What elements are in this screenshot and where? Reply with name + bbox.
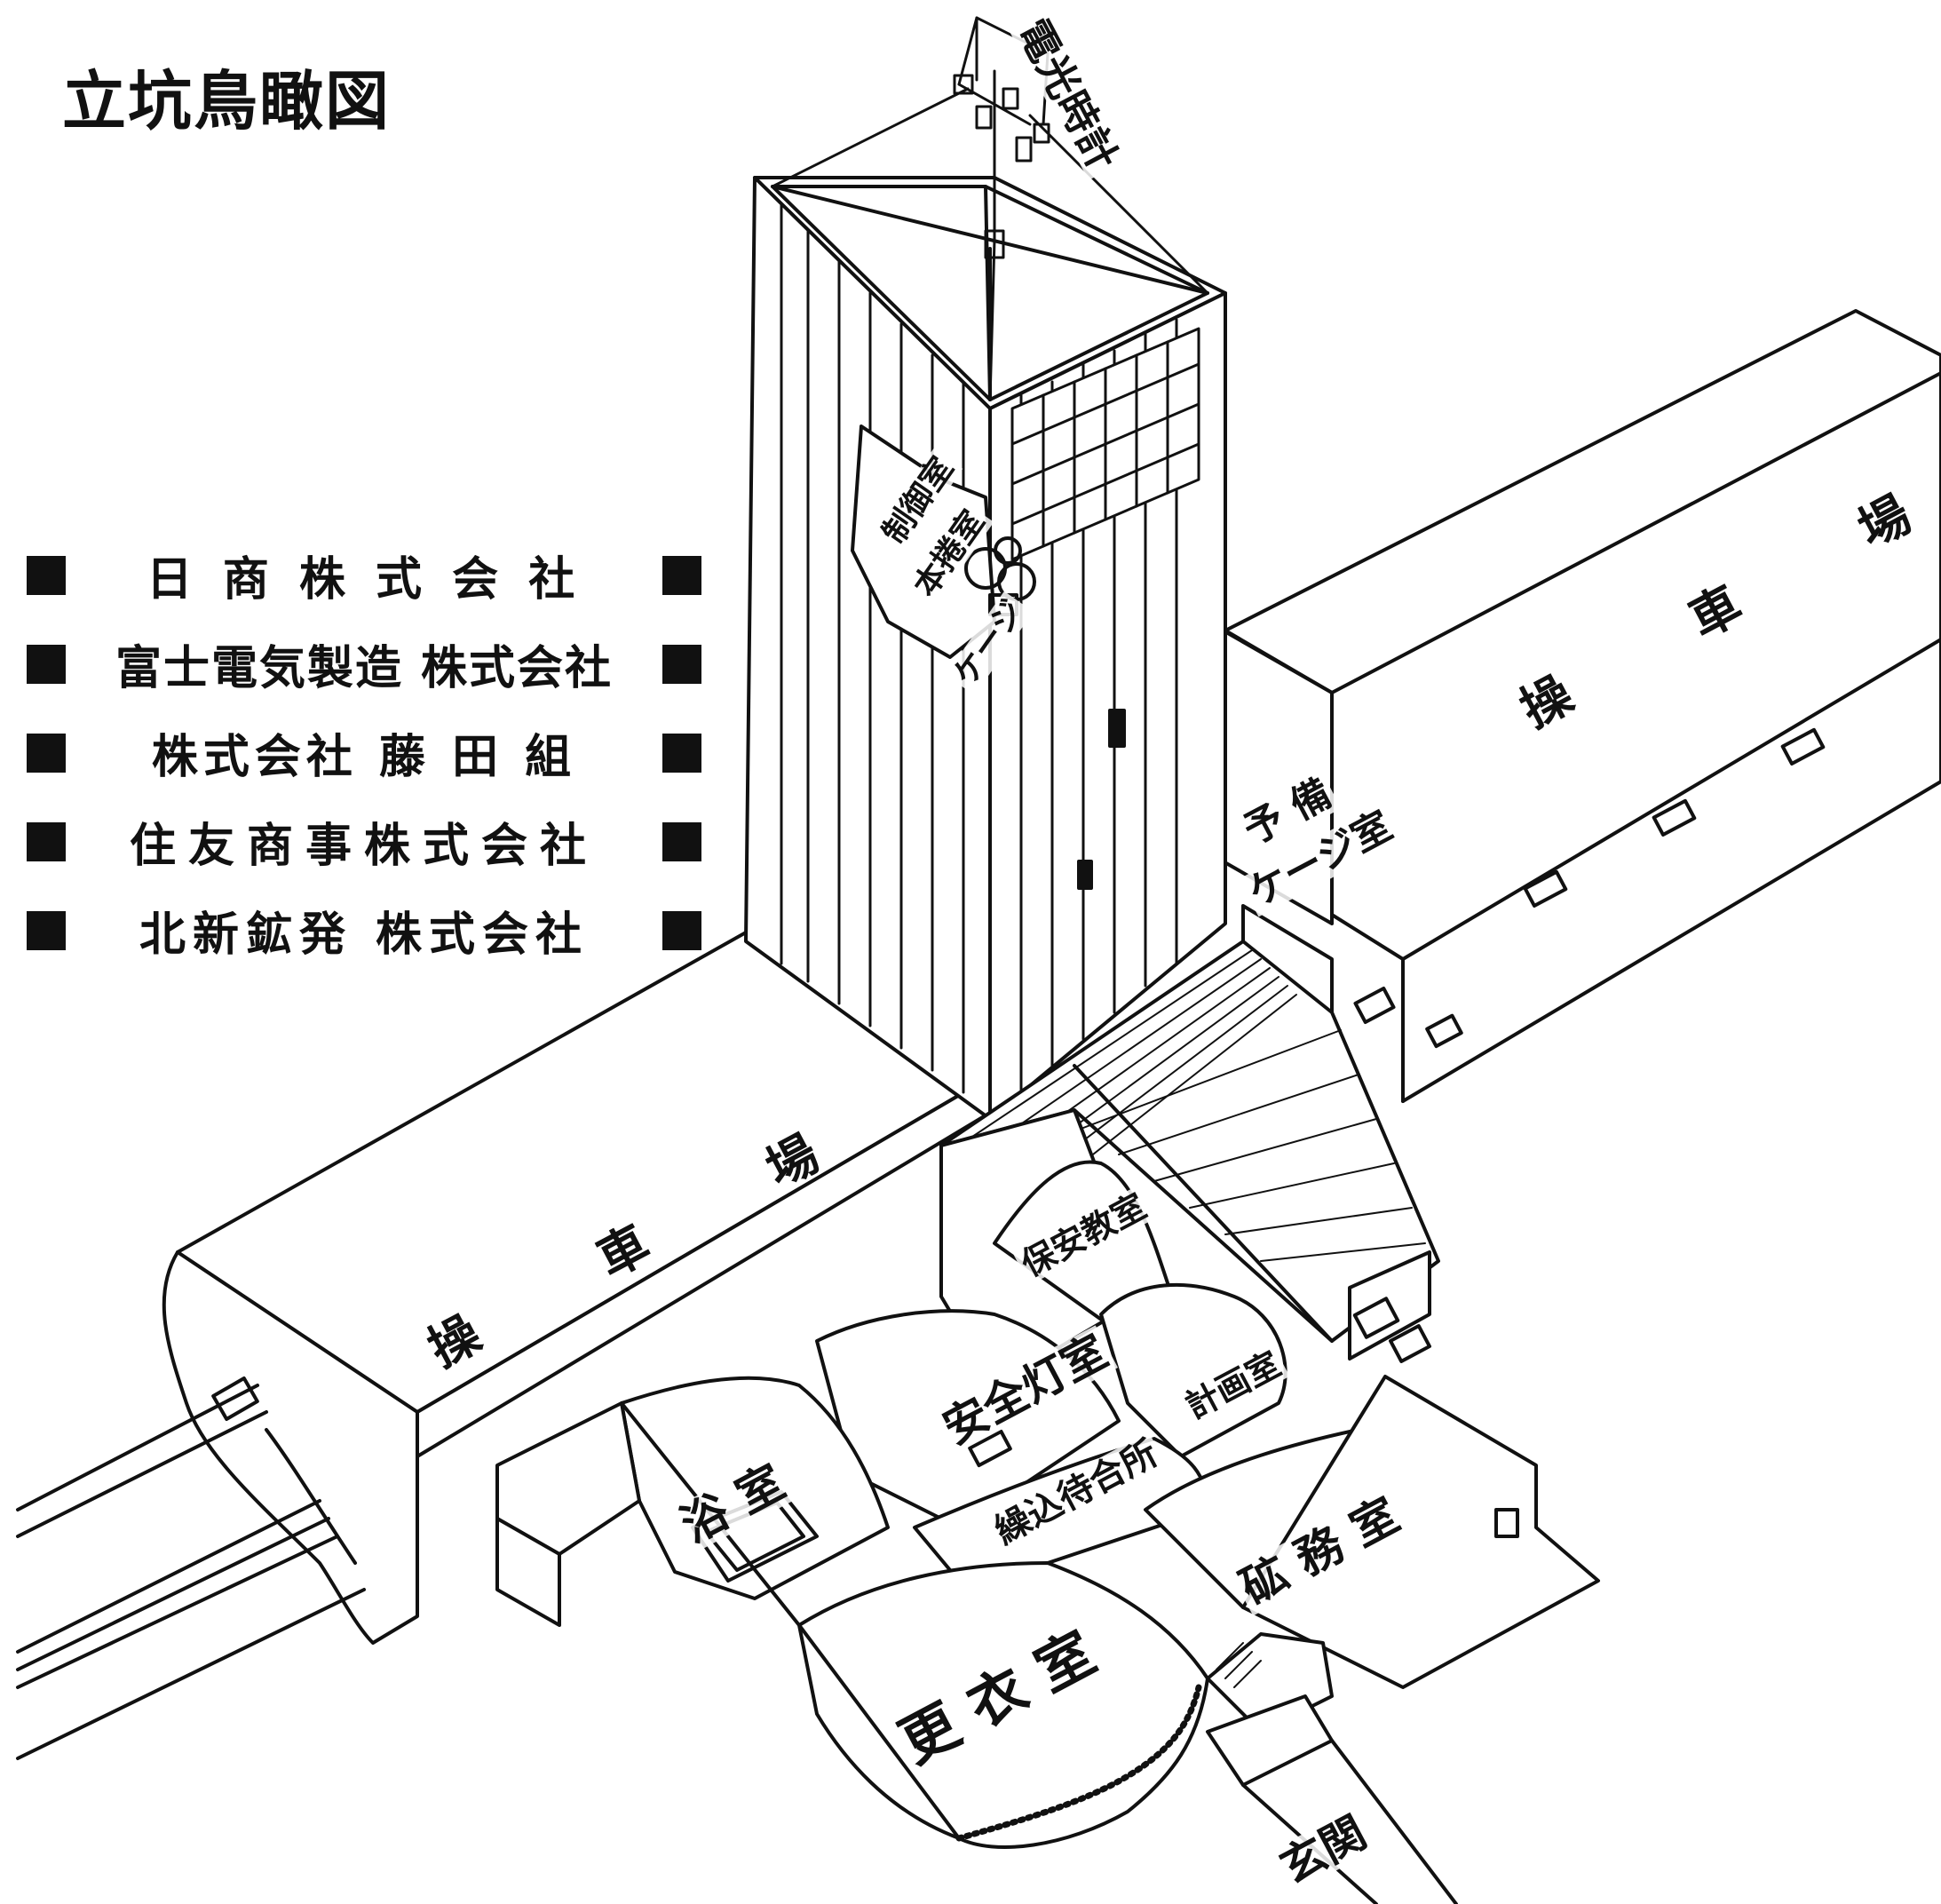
tower-window-grid: [1010, 327, 1200, 561]
company-name: 株式会社 藤 田 組: [151, 731, 577, 784]
black-square-icon: [662, 910, 701, 950]
black-square-icon: [662, 733, 701, 773]
black-square-icon: [27, 821, 66, 861]
diagram-title: 立坑鳥瞰図: [62, 64, 392, 139]
left-yard-building: [16, 931, 996, 1760]
company-name: 富士電気製造 株式会社: [115, 642, 614, 695]
right-yard-windows: [1425, 727, 1826, 1049]
company-line-5: 北新鉱発 株式会社: [27, 897, 701, 964]
company-name: 日 商 株 式 会 社: [146, 553, 582, 607]
shaft-tower: [744, 176, 1227, 1121]
black-square-icon: [27, 733, 66, 773]
black-square-icon: [662, 821, 701, 861]
company-line-1: 日 商 株 式 会 社: [27, 542, 701, 608]
black-square-icon: [27, 644, 66, 684]
company-name: 住友商事株式会社: [129, 820, 598, 873]
black-square-icon: [662, 644, 701, 684]
black-square-icon: [662, 555, 701, 595]
company-name: 北新鉱発 株式会社: [139, 908, 590, 962]
black-square-icon: [27, 910, 66, 950]
company-line-2: 富士電気製造 株式会社: [27, 631, 701, 697]
black-square-icon: [27, 555, 66, 595]
company-line-4: 住友商事株式会社: [27, 808, 701, 875]
company-line-3: 株式会社 藤 田 組: [27, 719, 701, 786]
